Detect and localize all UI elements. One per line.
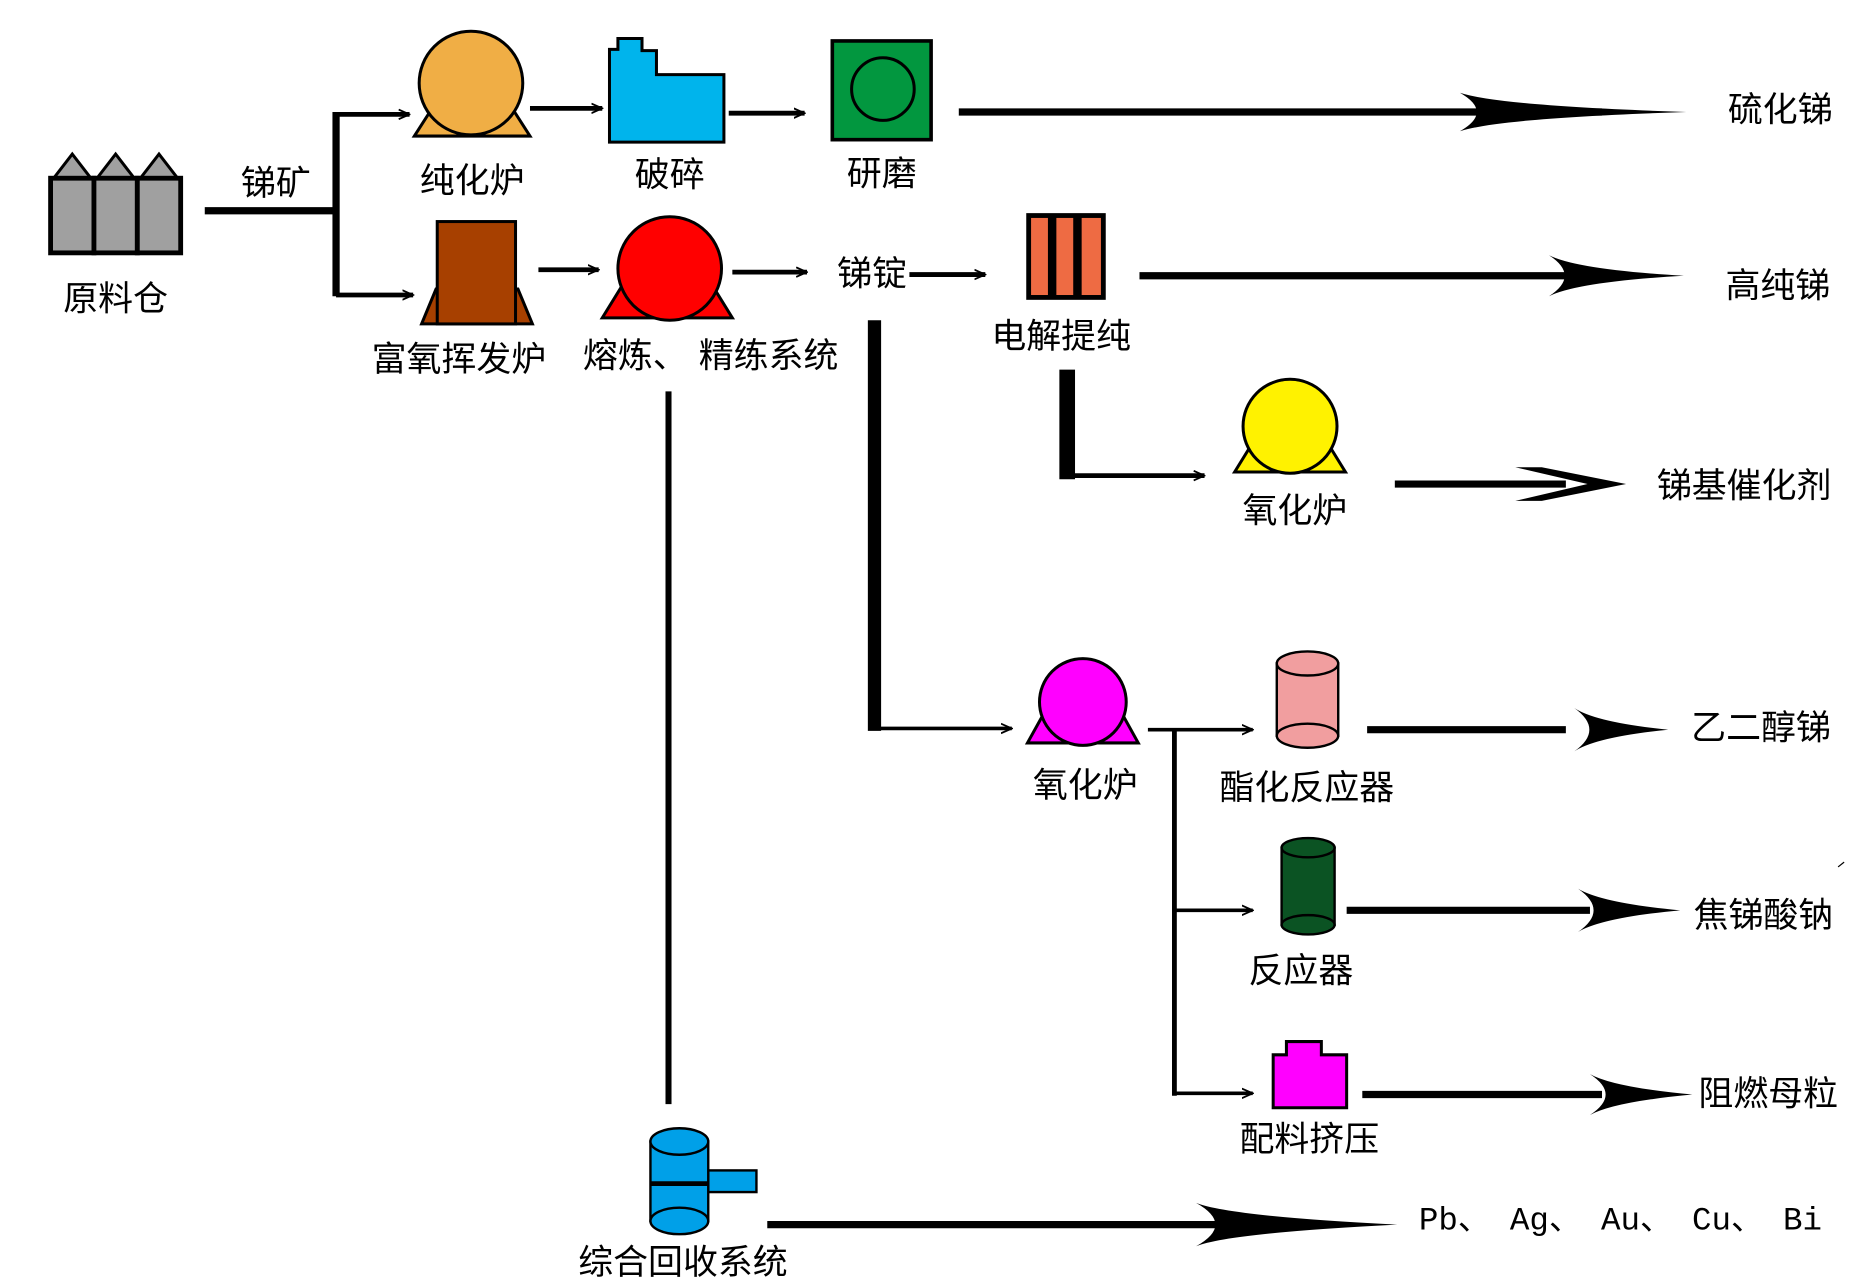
- arrow-to-flame-retardant: [1362, 1074, 1693, 1116]
- recovery-system-icon: [649, 1127, 758, 1236]
- oxidation-furnace-upper-label: 氧化炉: [1242, 492, 1347, 532]
- ingot-label: 锑锭: [837, 254, 907, 294]
- smelting-system-label: 熔炼、 精练系统: [583, 336, 838, 376]
- arrow-to-antimony-catalyst: [1394, 467, 1627, 501]
- product-antimony-glycol: 乙二醇锑: [1691, 708, 1831, 748]
- product-flame-retardant-masterbatch: 阻燃母粒: [1698, 1074, 1838, 1114]
- volatilization-furnace-label: 富氧挥发炉: [372, 340, 547, 380]
- smelting-system-icon: [599, 215, 736, 322]
- arrow-to-antimony-glycol: [1367, 708, 1669, 752]
- crusher-label: 破碎: [635, 156, 705, 196]
- stray-mark: [1837, 861, 1845, 868]
- grinder-icon: [830, 39, 933, 142]
- product-antimony-catalyst: 锑基催化剂: [1657, 466, 1832, 506]
- product-antimony-sulfide: 硫化锑: [1728, 91, 1833, 131]
- product-recovered-metals: Pb、 Ag、 Au、 Cu、 Bi: [1419, 1202, 1822, 1239]
- electrolysis-label: 电解提纯: [991, 317, 1131, 357]
- volatilization-furnace-icon: [419, 220, 535, 326]
- silo-icon: [48, 151, 184, 256]
- arrow-to-sodium-pyroantimonate: [1346, 888, 1681, 932]
- oxidation-furnace-lower-icon: [1024, 657, 1141, 747]
- ore-label: 锑矿: [241, 164, 311, 204]
- esterification-reactor-label: 酯化反应器: [1220, 769, 1395, 809]
- purification-furnace-icon: [411, 29, 533, 138]
- arrow-to-recovered-metals: [767, 1202, 1398, 1247]
- arrow-to-antimony-sulfide: [958, 92, 1687, 132]
- electrolysis-cell-icon: [1026, 213, 1106, 300]
- reactor-label: 反应器: [1249, 952, 1354, 992]
- reactor-icon: [1280, 836, 1336, 936]
- oxidation-furnace-lower-label: 氧化炉: [1033, 766, 1138, 806]
- crusher-icon: [607, 37, 726, 144]
- extrusion-icon: [1271, 1040, 1349, 1110]
- oxidation-furnace-upper-icon: [1231, 377, 1349, 475]
- ingot-to-oxidation-line: [867, 320, 1011, 731]
- extrusion-label: 配料挤压: [1239, 1120, 1379, 1160]
- oxidation-distribution-lines: [1147, 730, 1253, 1096]
- grinder-label: 研磨: [847, 154, 917, 194]
- ore-flow-line: [204, 112, 413, 296]
- recovery-system-label: 综合回收系统: [578, 1243, 787, 1283]
- esterification-reactor-icon: [1275, 650, 1340, 749]
- product-sodium-pyroantimonate: 焦锑酸钠: [1694, 896, 1834, 936]
- silo-label: 原料仓: [63, 280, 168, 320]
- product-high-purity-antimony: 高纯锑: [1725, 266, 1830, 306]
- electrolysis-to-oxidation-line: [1059, 369, 1204, 480]
- arrow-to-high-purity-antimony: [1139, 255, 1684, 297]
- purification-furnace-label: 纯化炉: [420, 162, 525, 202]
